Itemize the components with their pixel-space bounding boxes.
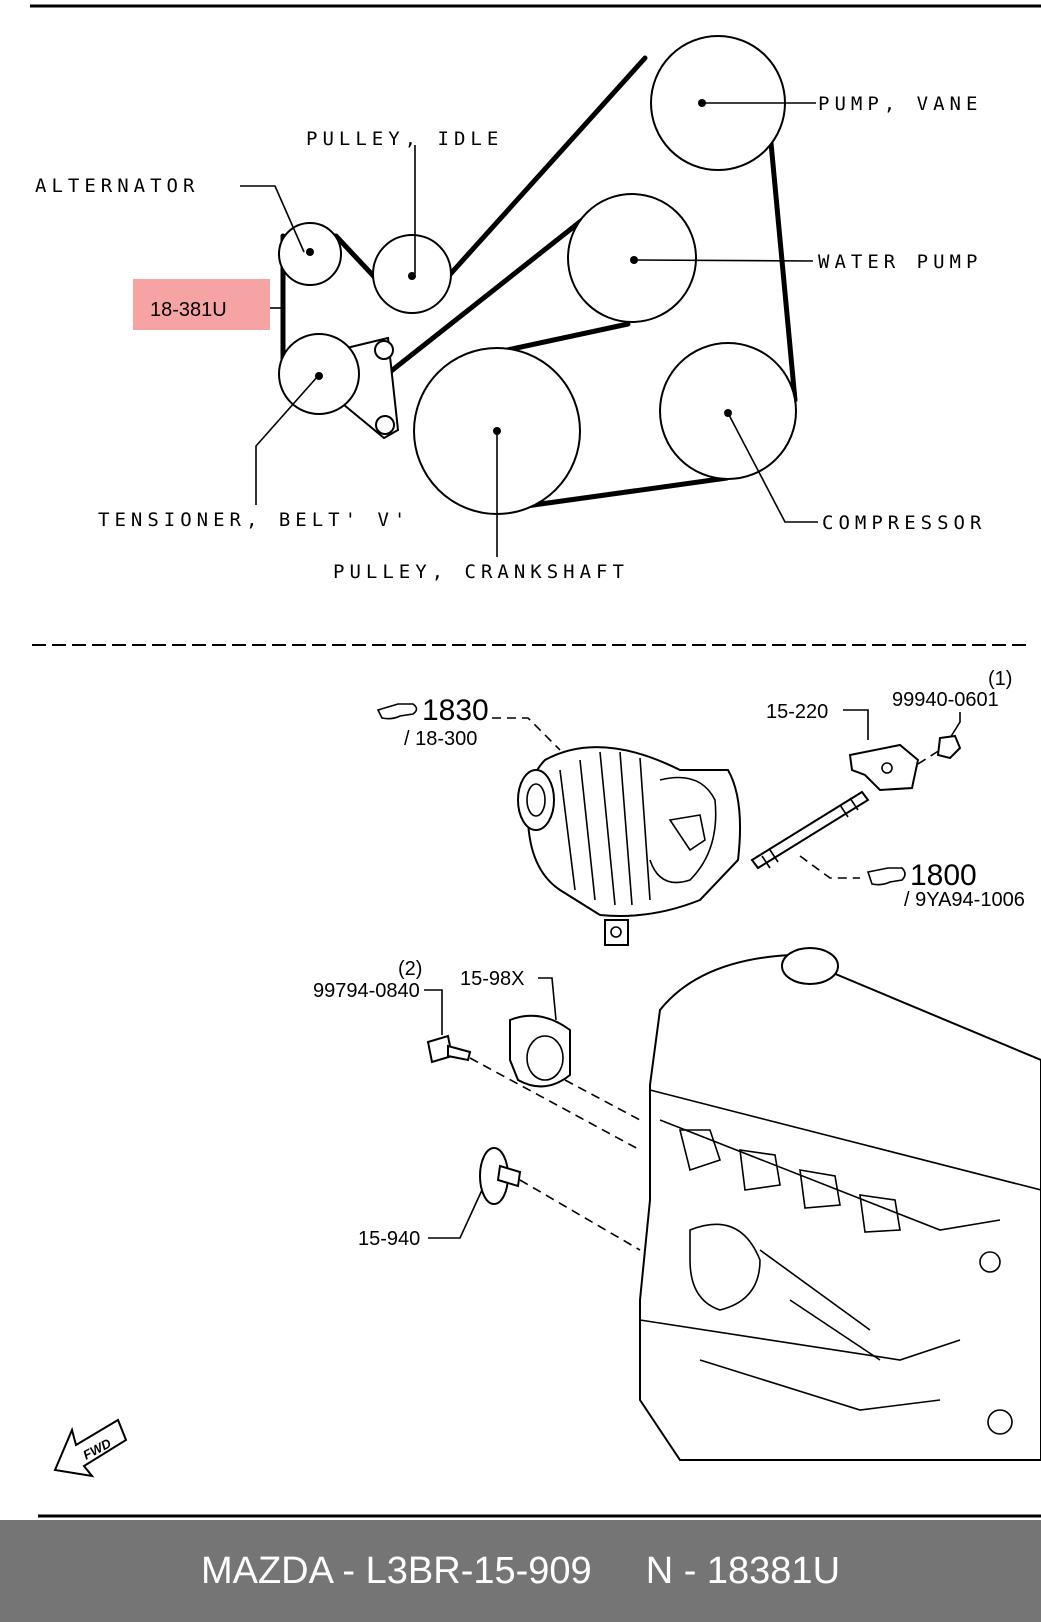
label-tensioner: TENSIONER, BELT' V'	[98, 509, 410, 531]
tensioner-bolt-bottom	[375, 415, 395, 435]
belt-routing: PUMP, VANE PULLEY, IDLE ALTERNATOR WATER…	[35, 35, 986, 583]
belt-and-parts-diagram: PUMP, VANE PULLEY, IDLE ALTERNATOR WATER…	[30, 4, 1041, 1518]
pointer-icon	[376, 703, 418, 720]
alternator-unit	[517, 746, 742, 946]
nut-99940-0601	[936, 734, 962, 760]
idler-bracket-15-98x	[509, 1014, 571, 1088]
label-compressor: COMPRESSOR	[822, 512, 986, 534]
nut-qty: (1)	[988, 668, 1012, 690]
ref-15-220: 15-220	[766, 701, 828, 723]
fwd-arrow-icon: FWD	[53, 1418, 128, 1478]
ref-99940-0601: 99940-0601	[892, 689, 999, 711]
ref-18-300: / 18-300	[404, 728, 477, 750]
label-pulley-idle: PULLEY, IDLE	[306, 128, 503, 150]
part-number-footer: MAZDA - L3BR-15-909 N - 18381U	[0, 1520, 1041, 1622]
drive-belt	[280, 55, 798, 511]
ref-15-940: 15-940	[358, 1228, 420, 1250]
bracket-15-220	[848, 743, 920, 792]
ref-1800: 1800	[910, 859, 977, 892]
ref-1830: 1830	[422, 694, 489, 727]
footer-oem-number: MAZDA - L3BR-15-909	[200, 1549, 592, 1592]
ref-9ya94-1006: / 9YA94-1006	[904, 889, 1025, 911]
tensioner-bolt-top	[374, 340, 394, 360]
label-water-pump: WATER PUMP	[818, 251, 982, 273]
label-crankshaft: PULLEY, CRANKSHAFT	[333, 561, 629, 583]
ref-99794-0840: 99794-0840	[313, 980, 420, 1002]
footer-replacement-number: N - 18381U	[645, 1549, 841, 1592]
engine-block	[639, 947, 1041, 1461]
label-alternator: ALTERNATOR	[35, 175, 199, 197]
pointer-icon-2	[866, 867, 906, 886]
bolt2-qty: (2)	[398, 958, 422, 980]
label-belt-part: 18-381U	[150, 299, 227, 321]
parts-view: 1830 / 18-300 15-220 (1) 99940-0601	[53, 668, 1041, 1478]
bolt-1800	[750, 790, 870, 870]
label-pump-vane: PUMP, VANE	[818, 93, 982, 115]
belt-highlight	[133, 279, 270, 330]
ref-15-98x: 15-98X	[460, 968, 525, 990]
